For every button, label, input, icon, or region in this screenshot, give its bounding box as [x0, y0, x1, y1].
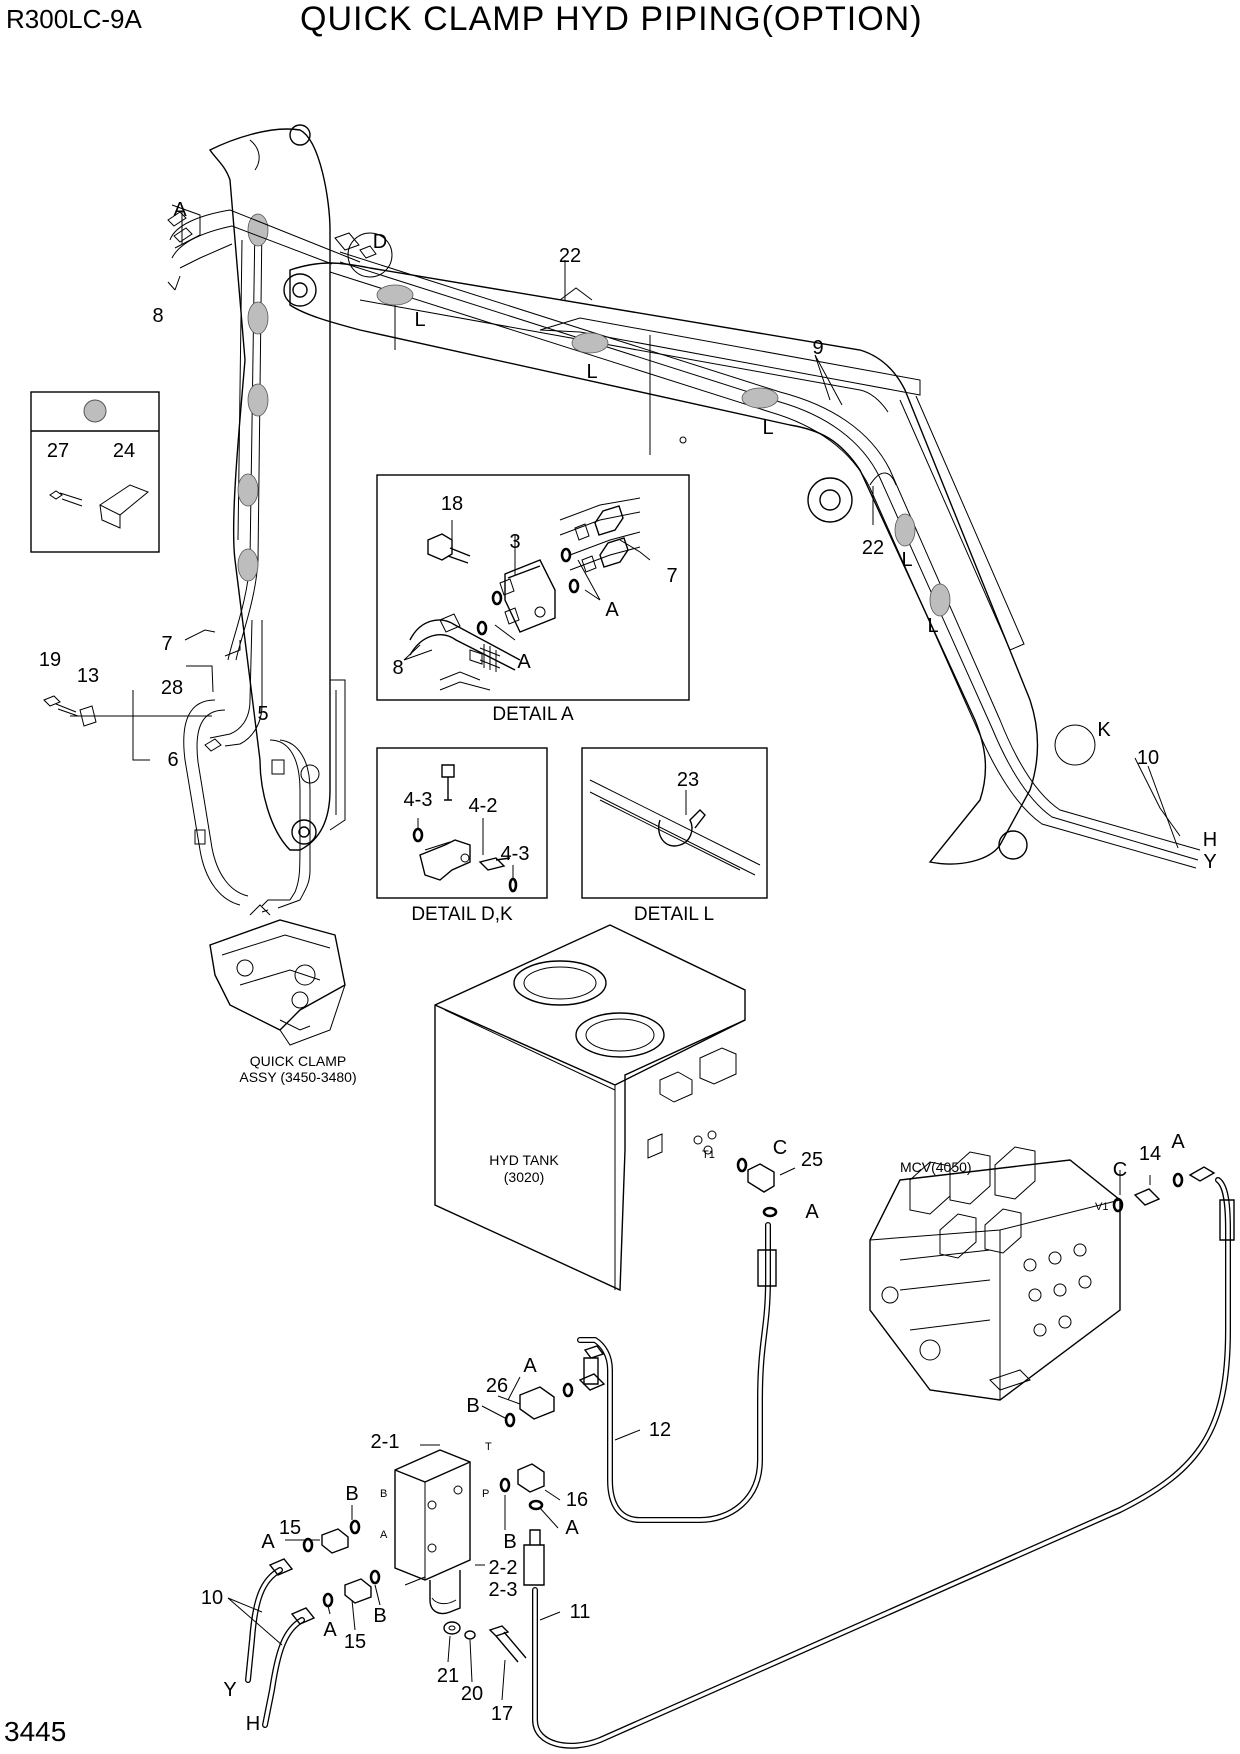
callout-valve-15b: 15: [344, 1631, 366, 1653]
callout-27: 27: [47, 440, 69, 462]
callout-valve-21: 21: [437, 1665, 459, 1687]
page-title: QUICK CLAMP HYD PIPING(OPTION): [300, 0, 923, 38]
callout-detail-dk-4-3b: 4-3: [501, 843, 530, 865]
callout-valve-17: 17: [491, 1703, 513, 1725]
detail-a-box: [376, 474, 690, 701]
callout-boom-k: K: [1097, 719, 1111, 741]
hyd-tank-drawing: [434, 924, 796, 1292]
port-label-t1: T1: [702, 1149, 715, 1161]
callout-boom-l2: L: [586, 361, 597, 383]
hyd-tank-label-ref: (3020): [504, 1169, 544, 1185]
callout-boom-l3: L: [762, 417, 773, 439]
callout-arm-28: 28: [161, 677, 183, 699]
model-number: R300LC-9A: [6, 4, 142, 34]
callout-24: 24: [113, 440, 135, 462]
callout-detail-a-8: 8: [392, 657, 403, 679]
callout-detail-a-18: 18: [441, 493, 463, 515]
callout-valve-2-1: 2-1: [371, 1431, 400, 1453]
detail-l-title: DETAIL L: [634, 904, 714, 925]
callout-tank-a: A: [805, 1201, 819, 1223]
callout-tank-25: 25: [801, 1149, 823, 1171]
callout-arm-5: 5: [257, 703, 268, 725]
callout-arm-6: 6: [167, 749, 178, 771]
arm-drawing: [70, 124, 393, 913]
callout-arm-19: 19: [39, 649, 61, 671]
callout-valve-a2: A: [565, 1517, 579, 1539]
valve-assembly-drawing: [227, 1373, 606, 1728]
callout-valve-h: H: [246, 1713, 260, 1735]
callout-boom-h: H: [1203, 829, 1217, 851]
mcv-label: MCV(4050): [900, 1159, 972, 1175]
hose-lines: [523, 1177, 1235, 1749]
detail-l-box: [581, 747, 768, 899]
port-label-b: B: [380, 1488, 387, 1500]
callout-valve-a1: A: [523, 1355, 537, 1377]
callout-detail-dk-4-2: 4-2: [469, 795, 498, 817]
callout-valve-b2: B: [503, 1531, 516, 1553]
callout-valve-20: 20: [461, 1683, 483, 1705]
callout-boom-10: 10: [1137, 747, 1159, 769]
callout-valve-12: 12: [649, 1419, 671, 1441]
callout-boom-a: A: [173, 199, 187, 221]
callout-valve-a3: A: [261, 1531, 275, 1553]
callout-valve-b1: B: [466, 1395, 479, 1417]
callout-arm-13: 13: [77, 665, 99, 687]
port-label-p: P: [482, 1488, 489, 1500]
callout-boom-d: D: [373, 231, 387, 253]
inset-box: [30, 391, 160, 553]
callout-detail-l-23: 23: [677, 769, 699, 791]
callout-boom-22a: 22: [559, 245, 581, 267]
callout-detail-a-7: 7: [666, 565, 677, 587]
callout-mcv-a: A: [1171, 1131, 1185, 1153]
callout-valve-10: 10: [201, 1587, 223, 1609]
callout-detail-a-a2: A: [517, 651, 531, 673]
page-number: 3445: [4, 1716, 67, 1747]
callout-valve-2-3: 2-3: [489, 1579, 518, 1601]
detail-dk-title: DETAIL D,K: [411, 904, 513, 925]
callout-boom-l1: L: [414, 309, 425, 331]
callout-valve-b4: B: [373, 1605, 386, 1627]
boom-drawing: [283, 251, 1201, 869]
port-label-t: T: [485, 1441, 492, 1453]
callout-valve-15a: 15: [279, 1517, 301, 1539]
mcv-drawing: [869, 1146, 1216, 1401]
clamp-13-shape: [79, 705, 97, 727]
callout-boom-l4: L: [901, 549, 912, 571]
callout-valve-26: 26: [486, 1375, 508, 1397]
callout-valve-11: 11: [570, 1601, 591, 1623]
port-label-v1: V1: [1095, 1201, 1108, 1213]
callout-mcv-14: 14: [1139, 1143, 1161, 1165]
callout-valve-2-2: 2-2: [489, 1557, 518, 1579]
callout-arm-7: 7: [161, 633, 172, 655]
callout-boom-l5: L: [927, 615, 938, 637]
bolt-19-shape: [43, 695, 79, 717]
callout-boom-y: Y: [1203, 851, 1216, 873]
callout-boom-9: 9: [812, 337, 823, 359]
quick-clamp-drawing: [209, 904, 346, 1046]
callout-valve-a4: A: [323, 1619, 337, 1641]
callout-detail-a-a1: A: [605, 599, 619, 621]
callout-valve-y: Y: [223, 1679, 236, 1701]
port-label-a: A: [380, 1529, 388, 1541]
hyd-tank-label: HYD TANK: [489, 1152, 559, 1168]
callout-boom-8: 8: [152, 305, 163, 327]
callout-mcv-c: C: [1113, 1159, 1127, 1181]
callout-detail-dk-4-3a: 4-3: [404, 789, 433, 811]
callout-tank-c: C: [773, 1137, 787, 1159]
callout-detail-a-3: 3: [509, 531, 520, 553]
callout-valve-b3: B: [345, 1483, 358, 1505]
detail-dk-box: [376, 747, 548, 899]
detail-a-title: DETAIL A: [492, 704, 574, 725]
quick-clamp-label: QUICK CLAMP: [250, 1053, 346, 1069]
callout-valve-16: 16: [566, 1489, 588, 1511]
quick-clamp-label-ref: ASSY (3450-3480): [239, 1069, 356, 1085]
callout-boom-22b: 22: [862, 537, 884, 559]
